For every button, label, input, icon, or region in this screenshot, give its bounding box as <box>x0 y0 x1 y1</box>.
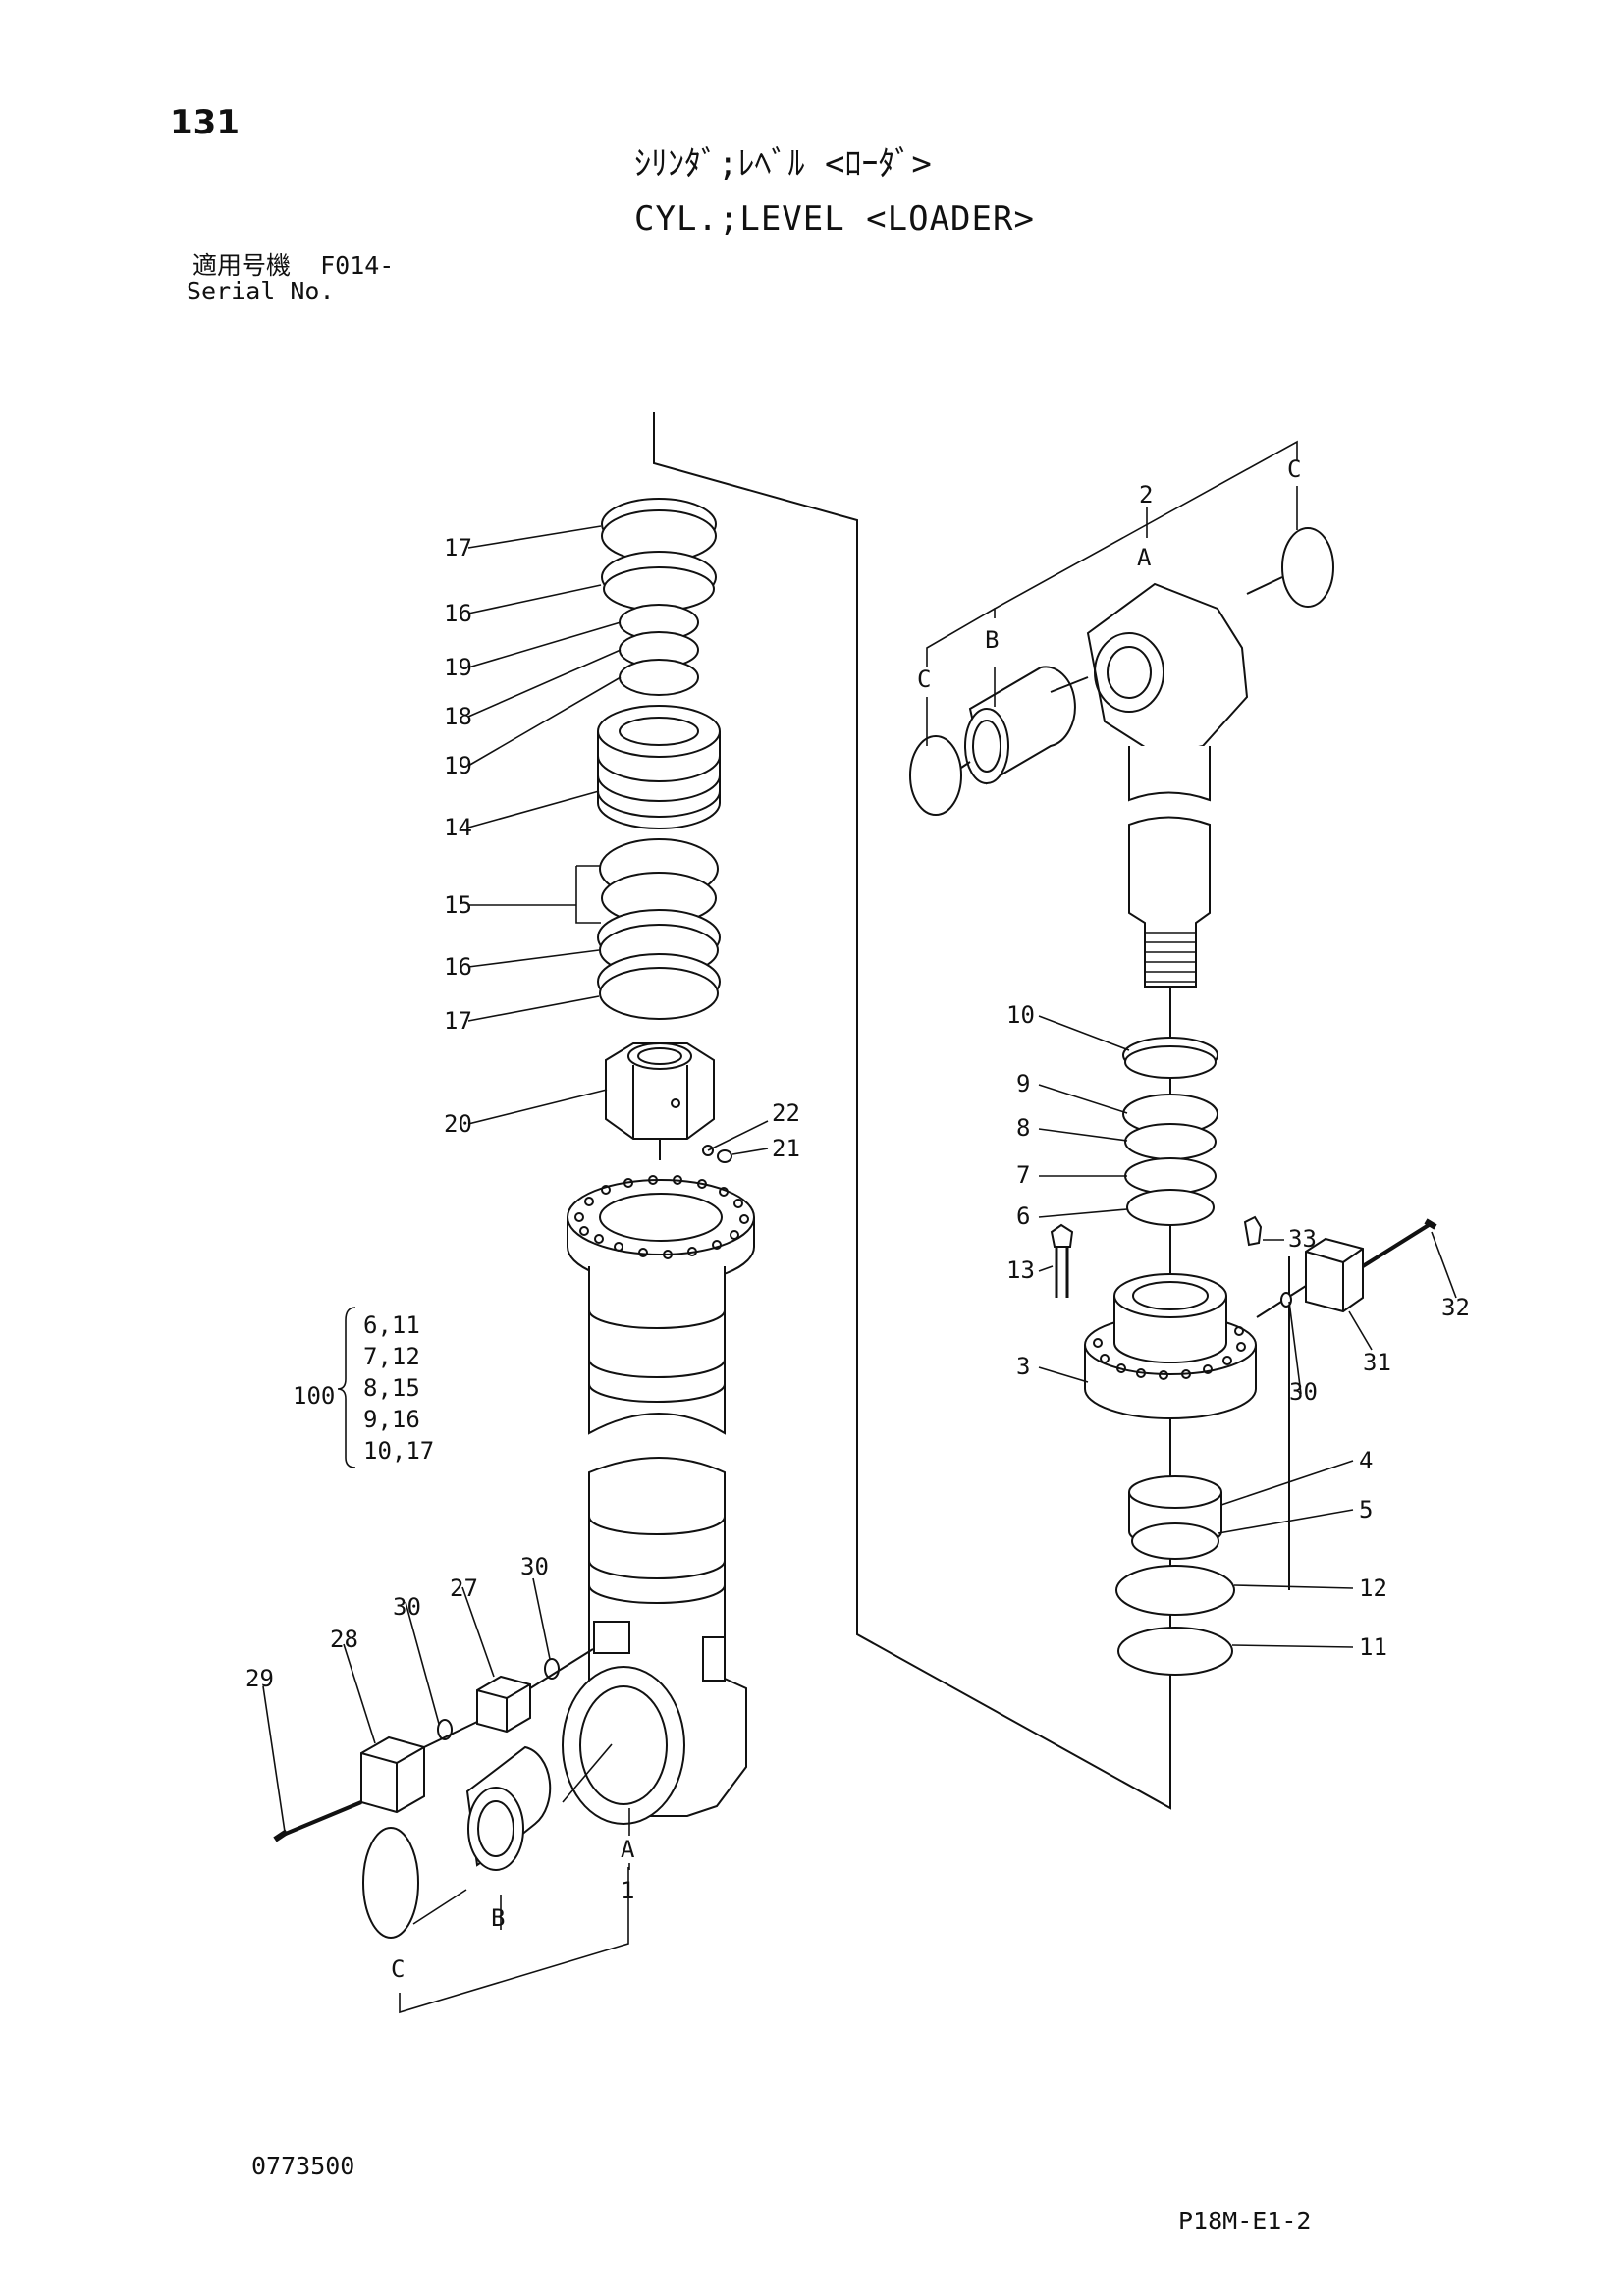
callout-28: 28 <box>330 1626 358 1653</box>
part-1-cylinder-tube <box>562 1175 755 1825</box>
part-3-rod-cover <box>1084 1273 1257 1419</box>
callout-16: 16 <box>444 600 472 627</box>
callout-10: 10 <box>1006 1001 1035 1029</box>
callout-2: 2 <box>1139 481 1153 508</box>
callout-11: 11 <box>1359 1633 1387 1661</box>
part-B-bushing-right <box>964 666 1089 785</box>
part-30-pin-right <box>1256 1285 1307 1318</box>
part-27-grease-block <box>476 1675 531 1734</box>
cover-bolt-holes <box>1093 1326 1246 1380</box>
callout-22: 22 <box>772 1099 800 1127</box>
part-B-bushing-left <box>465 1745 552 1871</box>
callout-29: 29 <box>245 1665 274 1692</box>
callout-A: A <box>621 1836 635 1863</box>
callout-30: 30 <box>393 1593 421 1621</box>
part-33-grease-fitting <box>1243 1215 1263 1247</box>
page-title: CYL.;LEVEL <LOADER> <box>634 199 1035 239</box>
callout-14: 14 <box>444 814 472 841</box>
part-5-12-11-rings <box>1115 1522 1235 1676</box>
callout-7: 7 <box>1016 1161 1030 1189</box>
callout-9: 9 <box>1016 1070 1030 1097</box>
callout-18: 18 <box>444 703 472 730</box>
part-15-seal-rings <box>599 838 719 925</box>
part-C-snap-ring-left <box>362 1827 419 1939</box>
part-30-clips-left <box>423 1648 594 1748</box>
kit-item: 8,15 <box>363 1374 420 1402</box>
callout-C: C <box>391 1955 405 1983</box>
leader-lines <box>262 440 1457 2014</box>
part-20-nut <box>605 1042 715 1140</box>
callout-6: 6 <box>1016 1202 1030 1230</box>
callout-19: 19 <box>444 752 472 779</box>
callout-19: 19 <box>444 654 472 681</box>
part-28-grease-block <box>360 1735 425 1814</box>
kit-item: 10,17 <box>363 1437 434 1465</box>
callout-B: B <box>985 626 999 654</box>
part-29-bolt <box>273 1800 362 1842</box>
kit-item: 6,11 <box>363 1311 420 1339</box>
callout-17: 17 <box>444 534 472 561</box>
callout-30: 30 <box>1289 1378 1318 1406</box>
rod-seal-rings-10-to-6 <box>1122 1037 1218 1226</box>
applicable-model-label: 適用号機 F014- <box>192 251 395 280</box>
callout-12: 12 <box>1359 1575 1387 1602</box>
callout-C: C <box>917 666 931 693</box>
callout-32: 32 <box>1441 1294 1470 1321</box>
callout-27: 27 <box>450 1575 478 1602</box>
kit-item: 7,12 <box>363 1343 420 1370</box>
callout-labels: 17 16 19 18 19 14 15 16 17 20 22 21 100 … <box>245 455 1470 1983</box>
callout-4: 4 <box>1359 1447 1373 1474</box>
callout-31: 31 <box>1363 1349 1391 1376</box>
part-14-piston <box>597 705 721 829</box>
callout-A: A <box>1137 544 1152 571</box>
callout-B: B <box>491 1904 505 1932</box>
part-C-snap-rings-right <box>909 527 1334 816</box>
part-2-rod-eye <box>1086 582 1249 1016</box>
callout-5: 5 <box>1359 1496 1373 1523</box>
rod-thread <box>1145 932 1196 983</box>
callout-21: 21 <box>772 1135 800 1162</box>
serial-number-label: Serial No. <box>187 277 335 305</box>
part-13-bolt <box>1050 1223 1074 1298</box>
callout-33: 33 <box>1288 1225 1317 1253</box>
part-19-18-o-rings <box>619 604 699 696</box>
page-title-japanese: ｼﾘﾝﾀﾞ;ﾚﾍﾞﾙ <ﾛｰﾀﾞ> <box>634 144 932 184</box>
part-32-bolt <box>1361 1218 1437 1268</box>
callout-15: 15 <box>444 891 472 919</box>
callout-C: C <box>1287 455 1301 483</box>
part-17-wear-ring-top <box>601 498 717 562</box>
part-16-backup-ring-top <box>601 551 717 612</box>
callout-20: 20 <box>444 1110 472 1138</box>
callout-17: 17 <box>444 1007 472 1035</box>
part-21-22-set-screw <box>702 1145 732 1163</box>
drawing-number: 0773500 <box>251 2152 355 2180</box>
callout-16: 16 <box>444 953 472 981</box>
part-31-grease-block <box>1305 1237 1364 1313</box>
callout-3: 3 <box>1016 1353 1030 1380</box>
callout-13: 13 <box>1006 1256 1035 1284</box>
kit-item: 9,16 <box>363 1406 420 1433</box>
flange-bolt-holes <box>574 1175 749 1259</box>
kit-number: 100 <box>293 1382 335 1410</box>
sheet-code: P18M-E1-2 <box>1178 2207 1312 2235</box>
part-16-17-rings-lower <box>597 909 721 1020</box>
callout-8: 8 <box>1016 1114 1030 1142</box>
kit-brace <box>337 1307 356 1468</box>
callout-1: 1 <box>621 1877 634 1904</box>
page-number: 131 <box>170 103 240 142</box>
callout-30: 30 <box>520 1553 549 1580</box>
